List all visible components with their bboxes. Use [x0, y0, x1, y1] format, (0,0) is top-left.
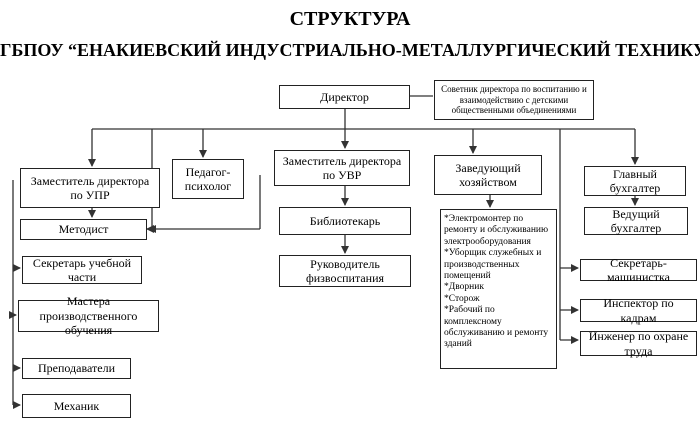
hr-inspector-box: Инспектор по кадрам [580, 296, 697, 325]
secretary-typist-box: Секретарь-машинистка [580, 256, 697, 284]
librarian-box: Библиотекарь [279, 207, 411, 235]
staff-cleaner: *Уборщик служебных и производственных по… [444, 248, 542, 281]
psychologist-box: Педагог- психолог [172, 159, 244, 199]
teachers-box: Преподаватели [22, 358, 131, 379]
staff-janitor: *Дворник [444, 282, 484, 293]
methodist-box: Методист [20, 219, 147, 240]
staff-watchman: *Сторож [444, 293, 480, 304]
safety-engineer-box: Инженер по охране труда [580, 329, 697, 358]
masters-box: Мастера производственного обучения [18, 294, 159, 337]
lead-accountant-box: Ведущий бухгалтер [584, 207, 688, 235]
advisor-box: Советник директора по воспитанию и взаим… [434, 80, 594, 120]
housekeeping-head-box: Заведующий хозяйством [434, 155, 542, 195]
pe-head-box: Руководитель физвоспитания [279, 255, 411, 287]
housekeeping-staff-list: *Электромонтер по ремонту и обслуживанию… [440, 209, 557, 369]
deputy-uvr-box: Заместитель директора по УВР [274, 150, 410, 186]
director-box: Директор [279, 85, 410, 109]
chief-accountant-box: Главный бухгалтер [584, 166, 686, 196]
secretary-study-box: Секретарь учебной части [22, 256, 142, 284]
chart-title: СТРУКТУРА [289, 8, 411, 30]
deputy-upr-box: Заместитель директора по УПР [20, 168, 160, 208]
staff-maintenance-worker: *Рабочий по комплексному обслуживанию и … [444, 305, 549, 350]
chart-subtitle: ГБПОУ “ЕНАКИЕВСКИЙ ИНДУСТРИАЛЬНО-МЕТАЛЛУ… [0, 40, 700, 60]
mechanic-box: Механик [22, 394, 131, 418]
staff-electrician: *Электромонтер по ремонту и обслуживанию… [444, 214, 549, 247]
